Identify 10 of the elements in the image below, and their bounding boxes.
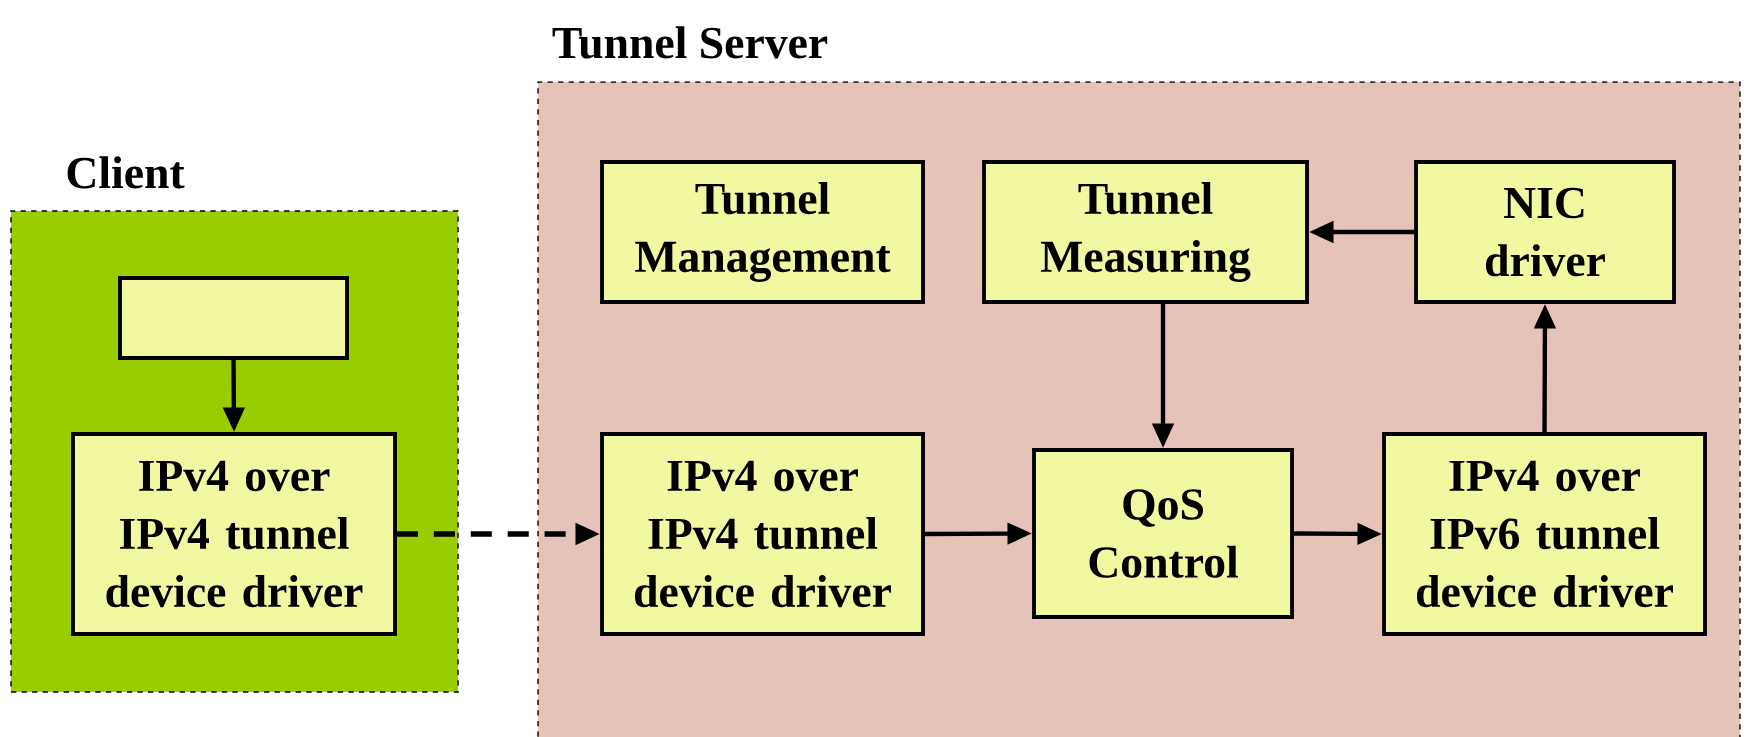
process-box: QoS Control	[1032, 448, 1294, 619]
process-box	[118, 276, 349, 360]
process-box: Tunnel Management	[600, 160, 925, 304]
process-box: IPv4 over IPv4 tunnel device driver	[71, 432, 397, 636]
process-box: NIC driver	[1414, 160, 1676, 304]
process-box: IPv4 over IPv6 tunnel device driver	[1382, 432, 1707, 636]
group-heading: Tunnel Server	[552, 26, 828, 59]
process-box: Tunnel Measuring	[982, 160, 1309, 304]
group-heading: Client	[67, 156, 185, 189]
process-box: IPv4 over IPv4 tunnel device driver	[600, 432, 925, 636]
